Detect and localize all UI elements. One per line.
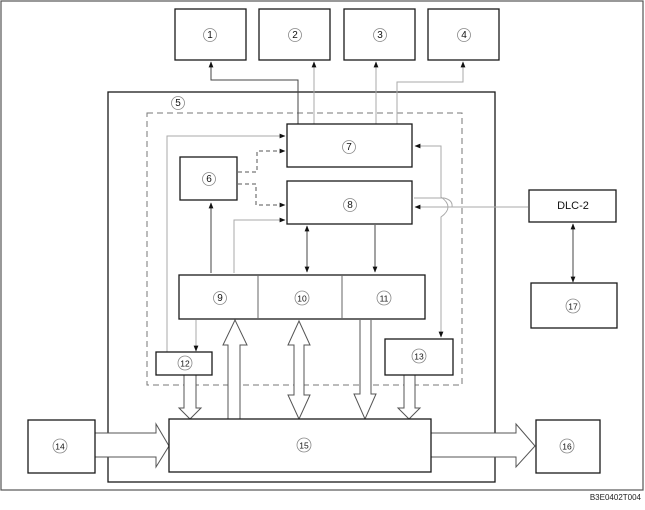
number-badge xyxy=(373,28,387,42)
block-11-label: 11 xyxy=(380,294,389,304)
block-8-label: 8 xyxy=(347,200,353,211)
number-badge xyxy=(288,28,302,42)
block-4-label: 4 xyxy=(461,30,467,41)
bus-10-to-15 xyxy=(287,319,311,421)
connection-lines xyxy=(166,61,576,352)
block-16[interactable]: 16 xyxy=(535,419,601,474)
block-1-label: 1 xyxy=(207,30,213,41)
block-17-label: 17 xyxy=(568,302,578,312)
block-16-label: 16 xyxy=(562,442,572,452)
number-badge xyxy=(343,198,357,212)
number-badge xyxy=(202,172,216,186)
bus-15-to-9 xyxy=(222,318,248,419)
number-badge xyxy=(411,348,427,364)
number-badge xyxy=(171,96,185,110)
block-10-label: 10 xyxy=(297,294,307,304)
block-17[interactable]: 17 xyxy=(530,282,618,329)
number-badge xyxy=(213,291,227,305)
line-7-to-13 xyxy=(414,143,449,338)
block-14-label: 14 xyxy=(55,442,65,452)
block-8[interactable]: 8 xyxy=(286,180,413,225)
number-badge xyxy=(52,438,68,454)
block-15-label: 15 xyxy=(299,441,309,451)
bus-arrows xyxy=(95,318,536,469)
line-7-to-1 xyxy=(208,61,299,124)
bus-11-to-15 xyxy=(353,320,377,421)
dashed-line-6-to-8 xyxy=(238,183,286,208)
block-15[interactable]: 15 xyxy=(168,418,432,473)
block-6[interactable]: 6 xyxy=(179,156,238,201)
number-badge xyxy=(559,438,575,454)
number-badge xyxy=(342,140,356,154)
line-dlc-to-8-hop xyxy=(414,197,528,208)
block-2[interactable]: 2 xyxy=(258,8,331,61)
number-badge xyxy=(457,28,471,42)
number-badge xyxy=(376,290,392,306)
number-badge xyxy=(177,355,193,371)
block-10[interactable]: 10 xyxy=(294,290,310,306)
block-1[interactable]: 1 xyxy=(174,8,247,61)
block-4[interactable]: 4 xyxy=(427,8,500,61)
dlc-2-label: DLC-2 xyxy=(557,200,589,212)
block-3-label: 3 xyxy=(377,30,383,41)
module-5-frame xyxy=(107,91,496,483)
block-9-label: 9 xyxy=(217,293,223,304)
block-3[interactable]: 3 xyxy=(343,8,416,61)
figure-code: B3E0402T004 xyxy=(590,493,642,502)
bus-13-to-15 xyxy=(396,375,422,420)
bus-14-to-15 xyxy=(95,422,170,469)
block-9[interactable]: 9 xyxy=(213,291,227,305)
number-badge xyxy=(296,437,312,453)
outer-frame xyxy=(0,0,644,491)
block-7-label: 7 xyxy=(346,142,352,153)
block-6-label: 6 xyxy=(206,174,212,185)
block-7[interactable]: 7 xyxy=(286,123,413,168)
number-badge xyxy=(565,298,581,314)
block-2-label: 2 xyxy=(292,30,298,41)
number-badge xyxy=(203,28,217,42)
bus-12-to-15 xyxy=(177,375,203,420)
block-5-label: 5 xyxy=(175,98,181,109)
block-12-label: 12 xyxy=(180,359,190,369)
dashed-line-6-to-7 xyxy=(238,148,286,173)
line-7-to-4 xyxy=(396,61,466,124)
block-dlc-2[interactable]: DLC-2 xyxy=(528,189,617,223)
block-13[interactable]: 13 xyxy=(384,338,454,376)
bus-15-to-16 xyxy=(431,422,536,469)
block-12[interactable]: 12 xyxy=(155,351,213,376)
module-5-label: 5 xyxy=(171,96,185,110)
line-9-to-8 xyxy=(233,217,286,273)
number-badge xyxy=(294,290,310,306)
block-13-label: 13 xyxy=(414,352,424,362)
line-12-to-7 xyxy=(166,133,286,352)
block-11[interactable]: 11 xyxy=(376,290,392,306)
block-14[interactable]: 14 xyxy=(27,419,96,474)
